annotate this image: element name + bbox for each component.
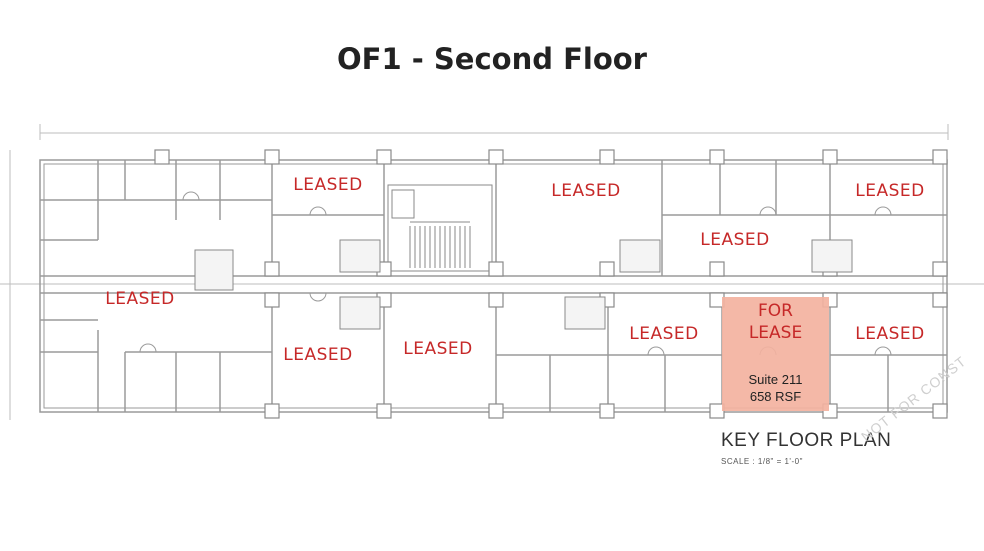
leased-label: LEASED: [855, 181, 925, 201]
leased-label: LEASED: [855, 324, 925, 344]
leased-label: LEASED: [629, 324, 699, 344]
for-lease-line1: FOR: [758, 301, 793, 321]
scale-note: SCALE : 1/8" = 1'-0": [721, 457, 803, 466]
page-title: OF1 - Second Floor: [337, 42, 647, 76]
leased-label: LEASED: [403, 339, 473, 359]
for-lease-line2: LEASE: [748, 323, 803, 343]
leased-label: LEASED: [551, 181, 621, 201]
leased-label: LEASED: [700, 230, 770, 250]
leased-label: LEASED: [105, 289, 175, 309]
suite-211-highlight[interactable]: [722, 297, 829, 411]
for-lease-label: FOR LEASE: [722, 300, 829, 344]
suite-number: Suite 211: [748, 372, 803, 387]
key-floor-plan-title: KEY FLOOR PLAN: [721, 430, 892, 451]
suite-area: 658 RSF: [749, 389, 802, 404]
leased-label: LEASED: [293, 175, 363, 195]
suite-info: Suite 211 658 RSF: [722, 371, 829, 405]
leased-label: LEASED: [283, 345, 353, 365]
